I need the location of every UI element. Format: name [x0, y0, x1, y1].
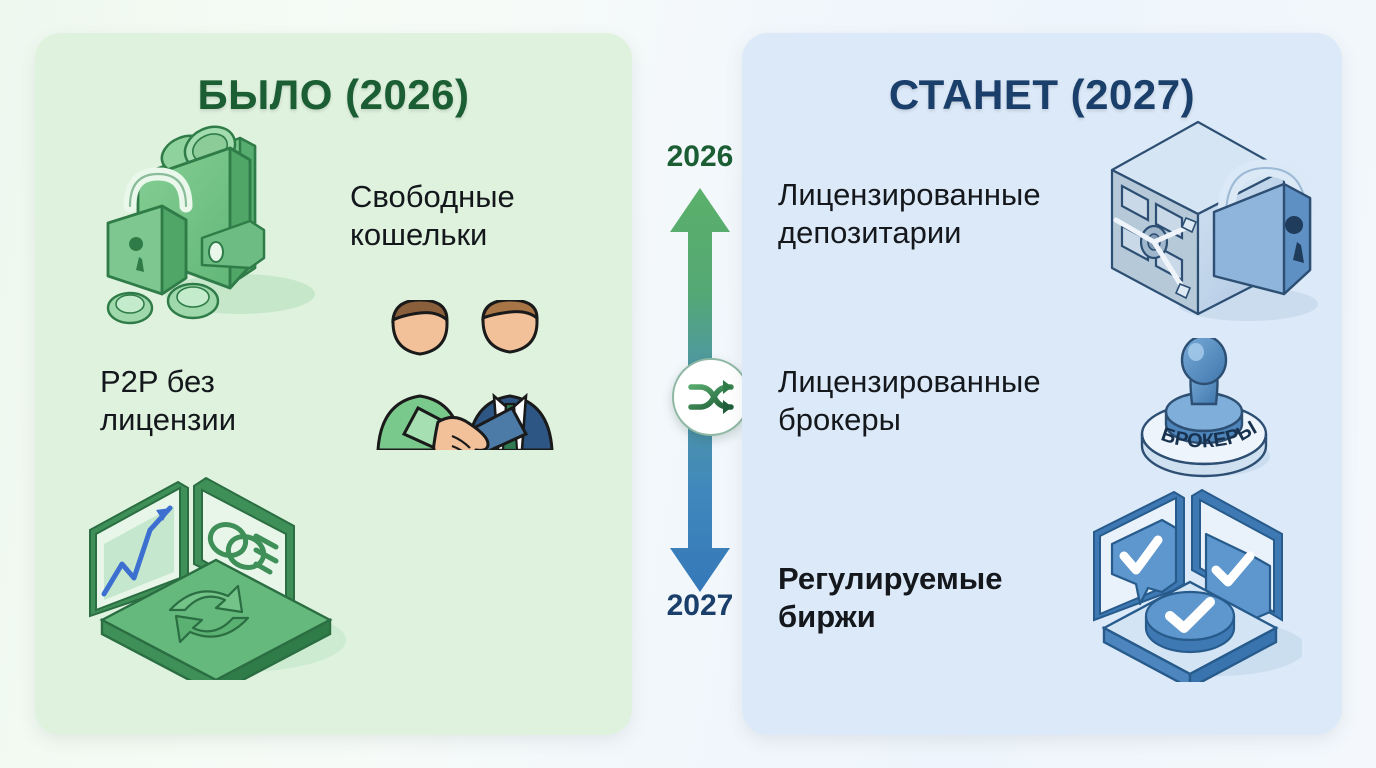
handshake-icon — [360, 298, 570, 460]
shuffle-icon — [672, 358, 750, 436]
label-p2p-unlicensed: P2P без лицензии — [100, 364, 237, 437]
verified-checkmarks-icon — [1078, 478, 1306, 691]
axis-year-top: 2026 — [666, 140, 734, 173]
rubber-stamp-icon: БРОКЕРЫ — [1112, 334, 1292, 493]
label-free-wallets: Свободные кошельки — [350, 179, 515, 252]
label-regulated-exchanges: Регулируемые биржи — [778, 561, 1003, 634]
timeline-axis: 2026 — [645, 140, 755, 640]
trading-exchange-icon — [70, 468, 362, 696]
label-licensed-brokers: Лицензированные брокеры — [778, 364, 1041, 437]
wallet-lock-icon — [90, 118, 320, 335]
axis-arrows — [670, 188, 730, 592]
safe-vault-lock-icon — [1098, 108, 1322, 337]
panel-left-title: БЫЛО (2026) — [197, 71, 470, 118]
axis-year-bottom: 2027 — [666, 589, 734, 622]
label-licensed-depositaries: Лицензированные депозитарии — [778, 177, 1041, 250]
panel-right-title: СТАНЕТ (2027) — [888, 71, 1196, 118]
